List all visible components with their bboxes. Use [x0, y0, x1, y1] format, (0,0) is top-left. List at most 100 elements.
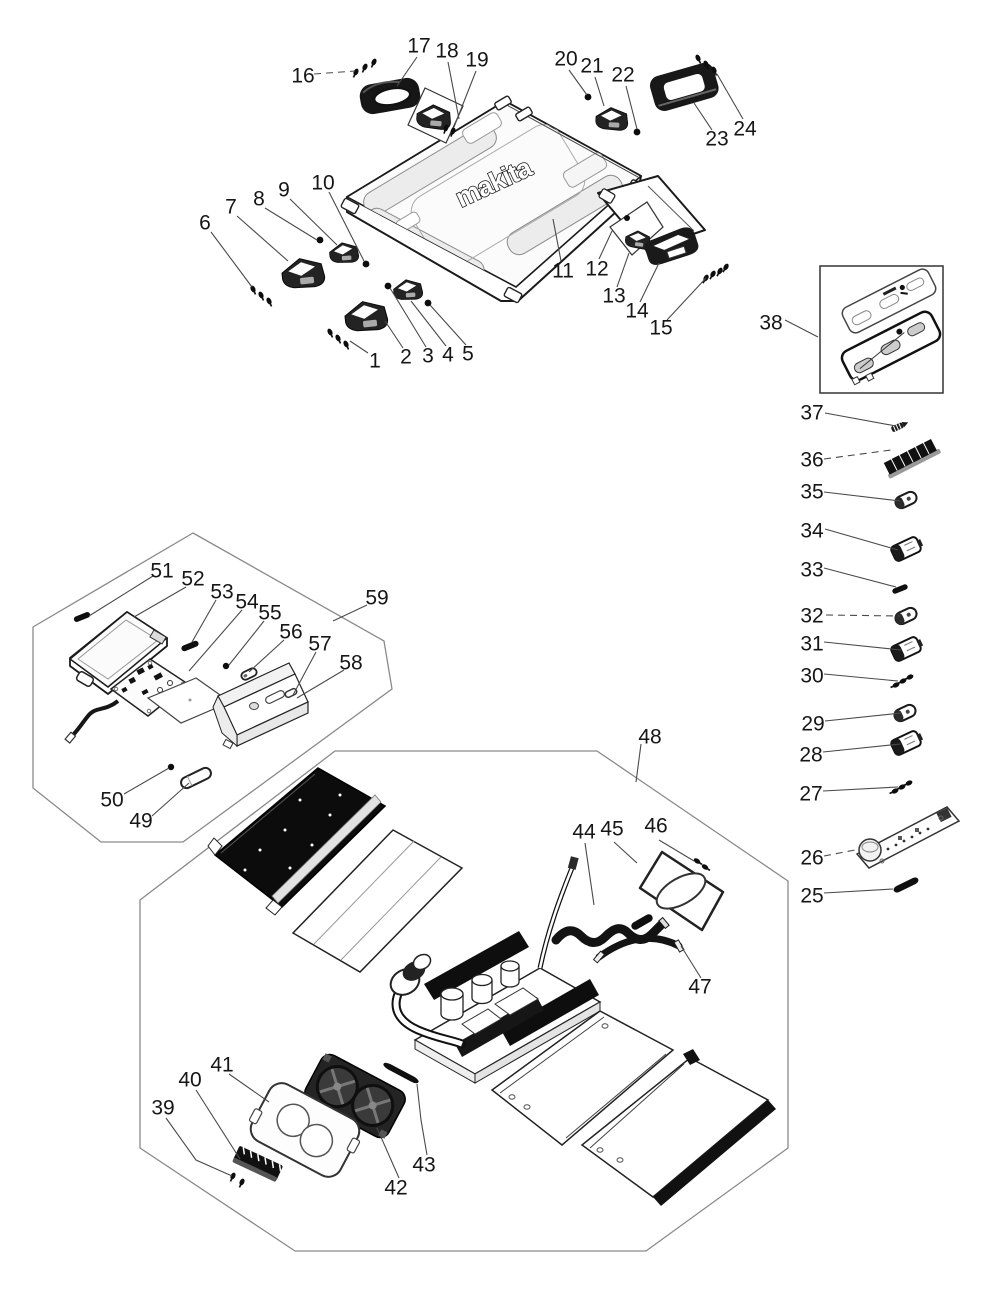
callout-leader-52: [133, 586, 187, 618]
latch-2: [343, 298, 390, 334]
callout-leader-57: [292, 651, 317, 696]
callout-number-17: 17: [407, 35, 430, 58]
callout-number-50: 50: [100, 789, 123, 812]
callout-number-51: 51: [150, 560, 173, 583]
base-tray-front-band: [653, 1100, 776, 1206]
screw-dot-20: [584, 93, 592, 101]
screw-15c: [714, 265, 725, 279]
screw-set-30: [888, 672, 916, 691]
spacer-56: [240, 667, 258, 681]
callout-number-43: 43: [412, 1154, 435, 1177]
callout-leader-23: [693, 102, 713, 131]
callout-leader-43: [416, 1083, 428, 1156]
lid-top-bump-2: [515, 106, 533, 122]
callout-number-16: 16: [291, 65, 314, 88]
callout-leader-50: [123, 767, 170, 795]
knob-26: [858, 838, 882, 862]
callout-leader-27: [822, 786, 899, 792]
callout-leader-53: [191, 599, 217, 643]
foam-strip-front: [455, 997, 544, 1057]
callout-leader-35: [823, 491, 901, 502]
spacer-57: [284, 687, 298, 699]
screw-set-46: [691, 856, 713, 874]
callout-leader-6: [210, 231, 253, 288]
callout-number-54: 54: [235, 591, 259, 614]
lid-hinge-flap-line: [647, 185, 695, 232]
callout-leader-5: [429, 304, 467, 346]
callout-leader-33: [823, 567, 897, 588]
panel-overlay-38a: [841, 268, 937, 334]
callout-leader-16: [313, 70, 356, 75]
screw-dot-55: [222, 662, 230, 670]
screw-dot-3: [384, 282, 392, 290]
callout-number-21: 21: [580, 55, 603, 78]
callout-number-36: 36: [800, 449, 823, 472]
callout-number-56: 56: [279, 621, 302, 644]
callout-leader-10: [328, 191, 365, 262]
callout-leader-20: [568, 69, 588, 96]
callout-leader-19: [453, 70, 477, 128]
callout-leader-29: [824, 712, 902, 722]
speaker-box-subassembly: [207, 767, 776, 1206]
callout-leader-59: [332, 604, 368, 622]
lid-foot-bottom: [503, 286, 523, 304]
screw-dot-8: [316, 236, 324, 244]
grille-trim-strip: [271, 794, 382, 904]
callout-leader-11: [552, 218, 562, 262]
screw-set-39: [227, 1170, 247, 1190]
battery-cover-52: [68, 611, 169, 695]
button-32: [892, 604, 920, 628]
latch-21: [594, 106, 629, 132]
callout-number-33: 33: [800, 559, 823, 582]
terminal-strip-40: [232, 1146, 283, 1182]
speaker-box-subassembly-outline: [139, 750, 789, 1252]
callout-number-41: 41: [210, 1054, 233, 1077]
latch-14: [644, 227, 699, 265]
callout-number-42: 42: [384, 1177, 407, 1200]
capacitor-2: [471, 973, 493, 1005]
screw-dot-10: [362, 260, 370, 268]
callout-number-39: 39: [151, 1097, 174, 1120]
screw-15d: [720, 261, 731, 275]
main-pcb-54: [64, 658, 190, 744]
component-box-1: [494, 987, 539, 1016]
callout-number-5: 5: [462, 343, 474, 366]
callout-leader-22: [625, 85, 638, 130]
button-34: [888, 533, 926, 564]
inner-tray: [490, 1010, 675, 1146]
port-plate-45: [638, 850, 725, 932]
pin-49: [180, 766, 212, 790]
wire-connector: [64, 731, 77, 744]
callout-leader-4: [410, 300, 447, 347]
callout-leader-55: [228, 620, 265, 666]
callout-leader-47: [680, 945, 702, 979]
power-connector: [389, 953, 467, 1049]
callout-leader-21: [594, 76, 605, 107]
callout-number-49: 49: [129, 810, 152, 833]
electronics-subassembly: [64, 611, 309, 790]
callout-number-27: 27: [799, 783, 822, 806]
callout-leader-28: [822, 743, 901, 753]
control-panel-parts-column: [819, 265, 961, 894]
callout-number-35: 35: [800, 481, 823, 504]
screw-25: [892, 876, 920, 894]
callout-number-12: 12: [585, 258, 608, 281]
callout-number-26: 26: [800, 847, 823, 870]
capacitor-3: [500, 960, 520, 988]
screw-dot-50: [167, 763, 175, 771]
callout-leader-17: [396, 56, 418, 87]
electronics-subassembly-outline: [32, 532, 393, 843]
callout-number-10: 10: [311, 172, 334, 195]
screw-53: [180, 639, 200, 653]
callout-number-1: 1: [369, 350, 381, 373]
callout-leader-15: [666, 277, 707, 321]
pcb-wire: [70, 699, 120, 738]
callout-leader-41: [228, 1073, 270, 1103]
callout-leader-24: [716, 73, 744, 120]
handle-bracket-23: [649, 62, 719, 111]
callout-number-11: 11: [552, 260, 574, 283]
callout-leader-32: [825, 614, 901, 617]
callout-leader-39: [165, 1117, 233, 1177]
screw-set-1: [326, 328, 350, 351]
